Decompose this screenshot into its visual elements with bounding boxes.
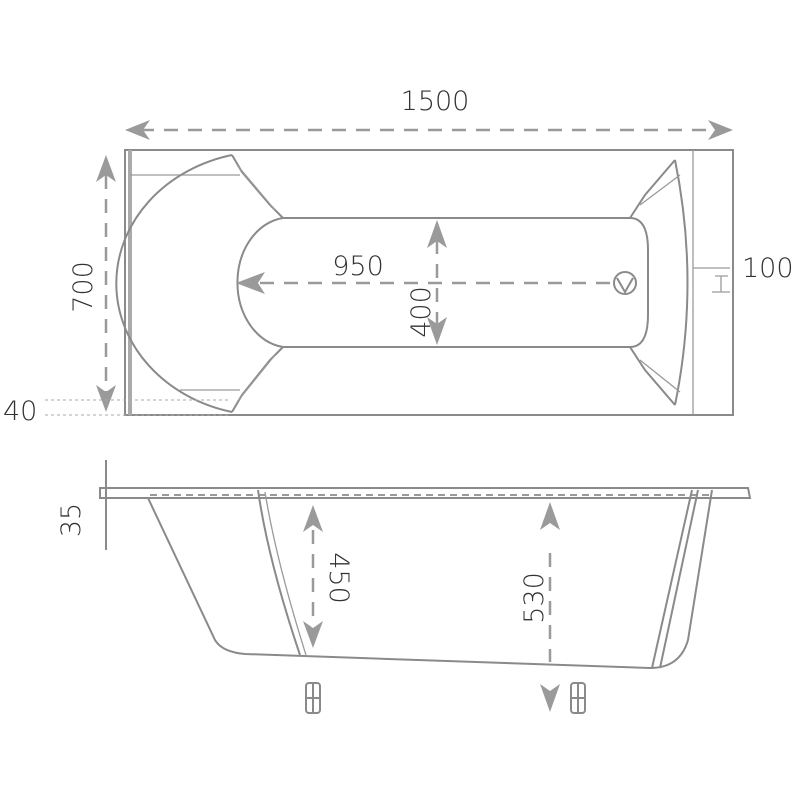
side-view: 35 450 530 [56, 460, 752, 714]
inner-width-label: 400 [406, 286, 437, 338]
inner-depth-label: 450 [323, 552, 354, 604]
inner-length-label: 950 [332, 251, 384, 282]
tub-outline-side [147, 489, 713, 670]
tub-outline-top [124, 149, 734, 416]
total-height-label: 530 [519, 572, 550, 624]
rim-offset-label: 40 [3, 396, 37, 427]
basin-outline [283, 217, 649, 348]
top-view: 1500 700 950 400 100 40 [3, 86, 794, 427]
rim-thickness-label: 35 [56, 503, 87, 537]
rim [99, 487, 752, 499]
overflow-offset-label: 100 [742, 253, 794, 284]
headrest-outer-arc [115, 154, 233, 413]
foot-icon [305, 682, 321, 714]
length-label: 1500 [401, 86, 470, 117]
foot-icon [570, 682, 586, 714]
width-label: 700 [68, 261, 99, 313]
